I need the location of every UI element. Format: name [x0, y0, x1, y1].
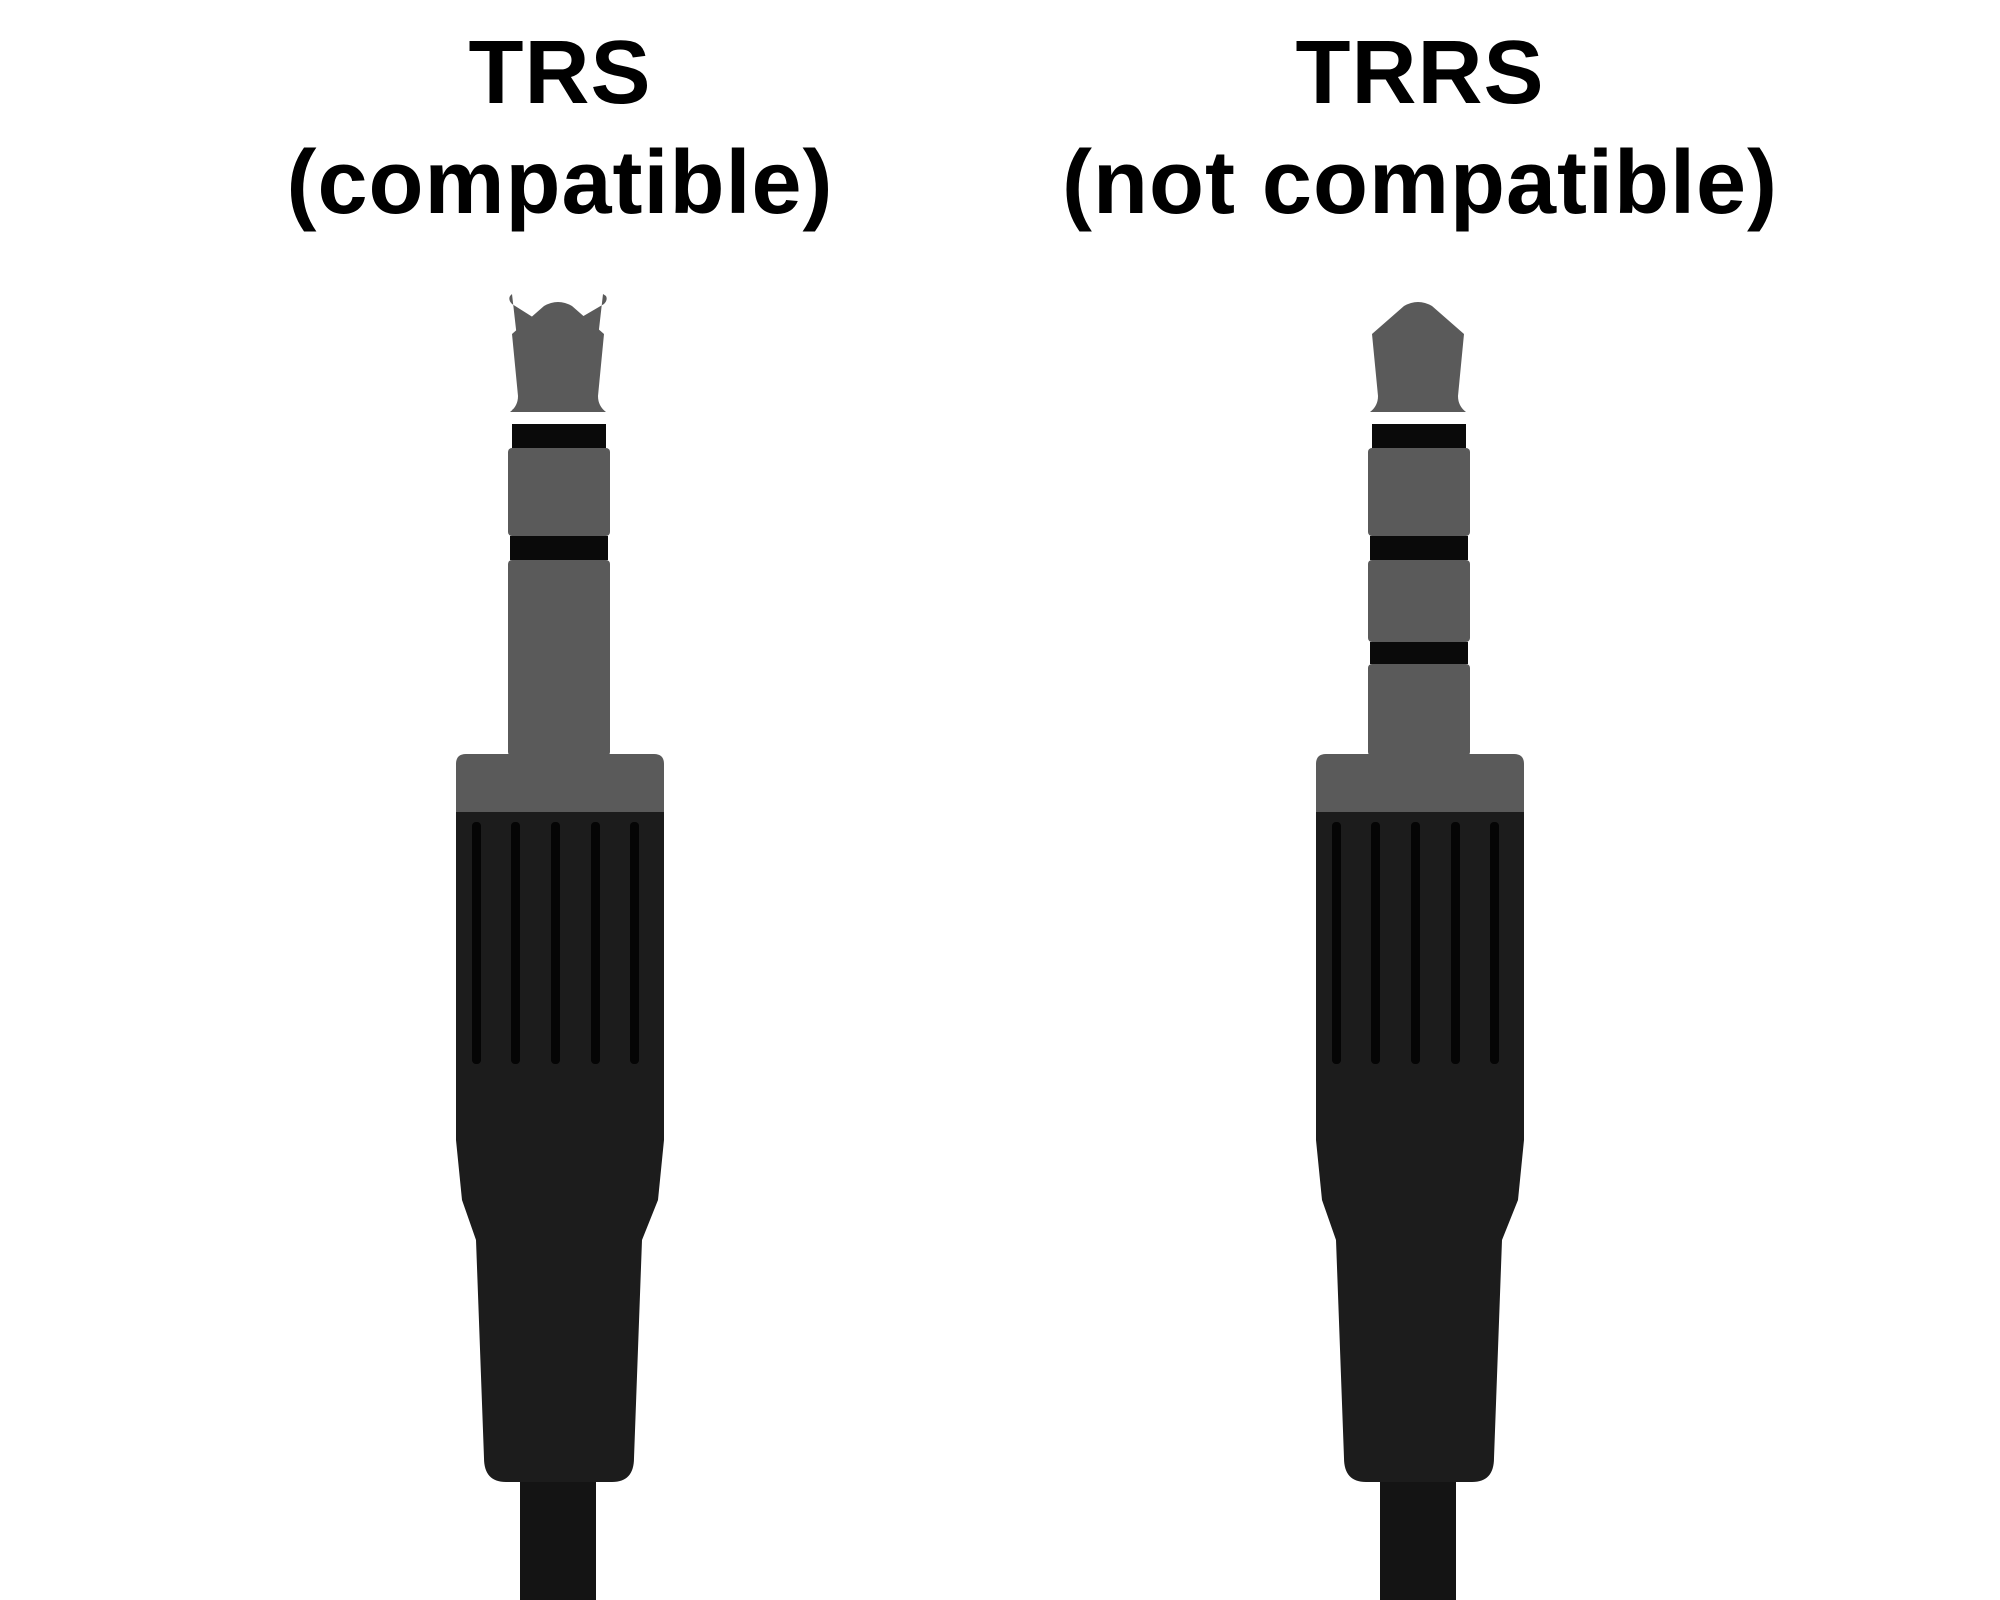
trrs-title: TRRS — [1295, 23, 1545, 123]
trrs-caption: TRRS (not compatible) — [990, 18, 1850, 238]
trrs-status-label: (not compatible) — [1062, 133, 1778, 233]
grip-grooves — [472, 822, 639, 1064]
insulator-ring-3 — [1370, 642, 1468, 664]
plug-sleeve — [508, 560, 610, 756]
plug-tip-cap — [510, 302, 606, 412]
plug-collar — [1316, 754, 1524, 812]
insulator-ring-1 — [512, 424, 606, 448]
plug-sleeve — [1368, 664, 1470, 756]
insulator-ring-2 — [1370, 536, 1468, 560]
plug-tip-cap — [1370, 302, 1466, 412]
plug-ring — [508, 448, 610, 536]
trrs-connector-panel: TRRS (not compatible) — [990, 0, 1850, 1600]
trs-plug-illustration — [456, 294, 664, 1600]
trrs-plug-illustration — [1316, 302, 1524, 1600]
plug-cable — [520, 1482, 596, 1600]
plug-ring-2 — [1368, 560, 1470, 642]
plug-ring-1 — [1368, 448, 1470, 536]
trs-connector-panel: TRS (compatible) — [130, 0, 990, 1600]
trs-title: TRS — [468, 23, 652, 123]
plug-cable — [1380, 1482, 1456, 1600]
insulator-ring-1 — [1372, 424, 1466, 448]
plug-body — [1316, 812, 1524, 1482]
plug-body — [456, 812, 664, 1482]
insulator-ring-2 — [510, 536, 608, 560]
trs-caption: TRS (compatible) — [130, 18, 990, 238]
trs-status-label: (compatible) — [286, 133, 834, 233]
plug-collar — [456, 754, 664, 812]
grip-grooves — [1332, 822, 1499, 1064]
